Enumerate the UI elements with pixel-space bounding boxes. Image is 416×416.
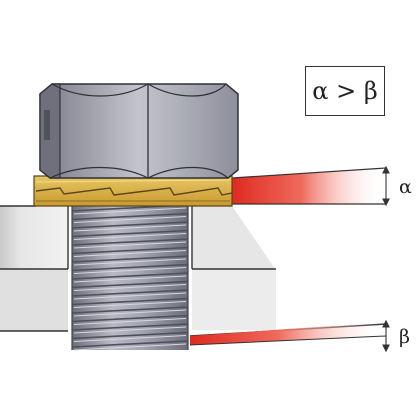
thread-line — [71, 246, 189, 255]
beta-gap-wedge — [190, 322, 386, 345]
thread-highlight — [73, 258, 187, 266]
thread-highlight — [73, 224, 187, 232]
thread-line — [71, 229, 189, 238]
thread-highlight — [73, 207, 187, 215]
thread-line — [71, 263, 189, 272]
thread-highlight — [73, 309, 187, 317]
thread-highlight — [73, 267, 187, 274]
thread-highlight — [73, 292, 187, 300]
thread-highlight — [73, 233, 187, 240]
thread-line — [71, 323, 189, 331]
beta-angle-label: β — [399, 326, 410, 348]
beta-dimension — [382, 319, 390, 353]
thread-line — [71, 306, 189, 314]
thread-line — [71, 331, 189, 340]
thread-line — [71, 340, 189, 348]
bolt-shank — [71, 200, 189, 351]
thread-highlight — [73, 335, 187, 342]
thread-highlight — [73, 318, 187, 325]
thread-highlight — [73, 301, 187, 308]
plate-lower — [0, 269, 276, 331]
thread-highlight — [73, 216, 187, 223]
alpha-angle-label: α — [399, 176, 412, 198]
lock-washer — [33, 175, 233, 207]
angle-relation-box: α > β — [305, 66, 385, 116]
alpha-gap-wedge — [232, 168, 386, 204]
plate-upper — [0, 206, 276, 270]
thread-line — [71, 221, 189, 229]
thread-highlight — [73, 343, 187, 351]
thread-highlight — [73, 250, 187, 257]
thread-line — [71, 255, 189, 263]
thread-highlight — [73, 241, 187, 249]
thread-line — [71, 297, 189, 306]
thread-highlight — [73, 275, 187, 283]
thread-line — [71, 280, 189, 289]
thread-line — [71, 289, 189, 297]
thread-highlight — [73, 284, 187, 291]
thread-highlight — [73, 326, 187, 334]
bolt-hex-head — [39, 83, 239, 179]
alpha-dimension — [382, 165, 390, 207]
thread-line — [71, 212, 189, 221]
thread-line — [71, 314, 189, 323]
thread-line — [71, 272, 189, 280]
thread-line — [71, 238, 189, 246]
angle-relation-label: α > β — [312, 77, 378, 105]
